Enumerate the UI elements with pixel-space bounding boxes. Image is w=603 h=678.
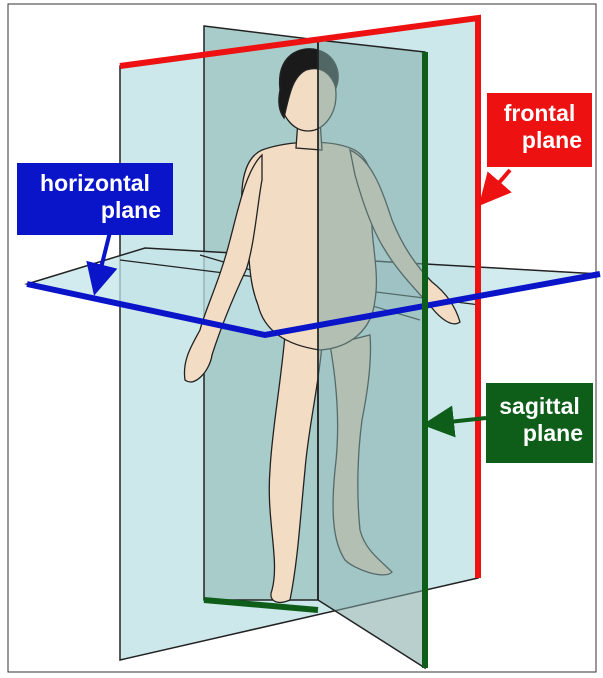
sagittal-plane-front [318, 40, 425, 668]
horizontal-plane-label: horizontal plane [17, 163, 173, 235]
frontal-label-line1: frontal [487, 100, 592, 127]
sagittal-label-line2: plane [486, 420, 593, 447]
sagittal-label-line1: sagittal [486, 393, 593, 420]
frontal-arrow [484, 170, 510, 200]
horizontal-label-line1: horizontal [17, 170, 173, 197]
horizontal-label-line2: plane [17, 197, 173, 224]
frontal-label-line2: plane [487, 127, 592, 154]
sagittal-plane-label: sagittal plane [486, 383, 593, 463]
frontal-plane-label: frontal plane [487, 93, 592, 167]
